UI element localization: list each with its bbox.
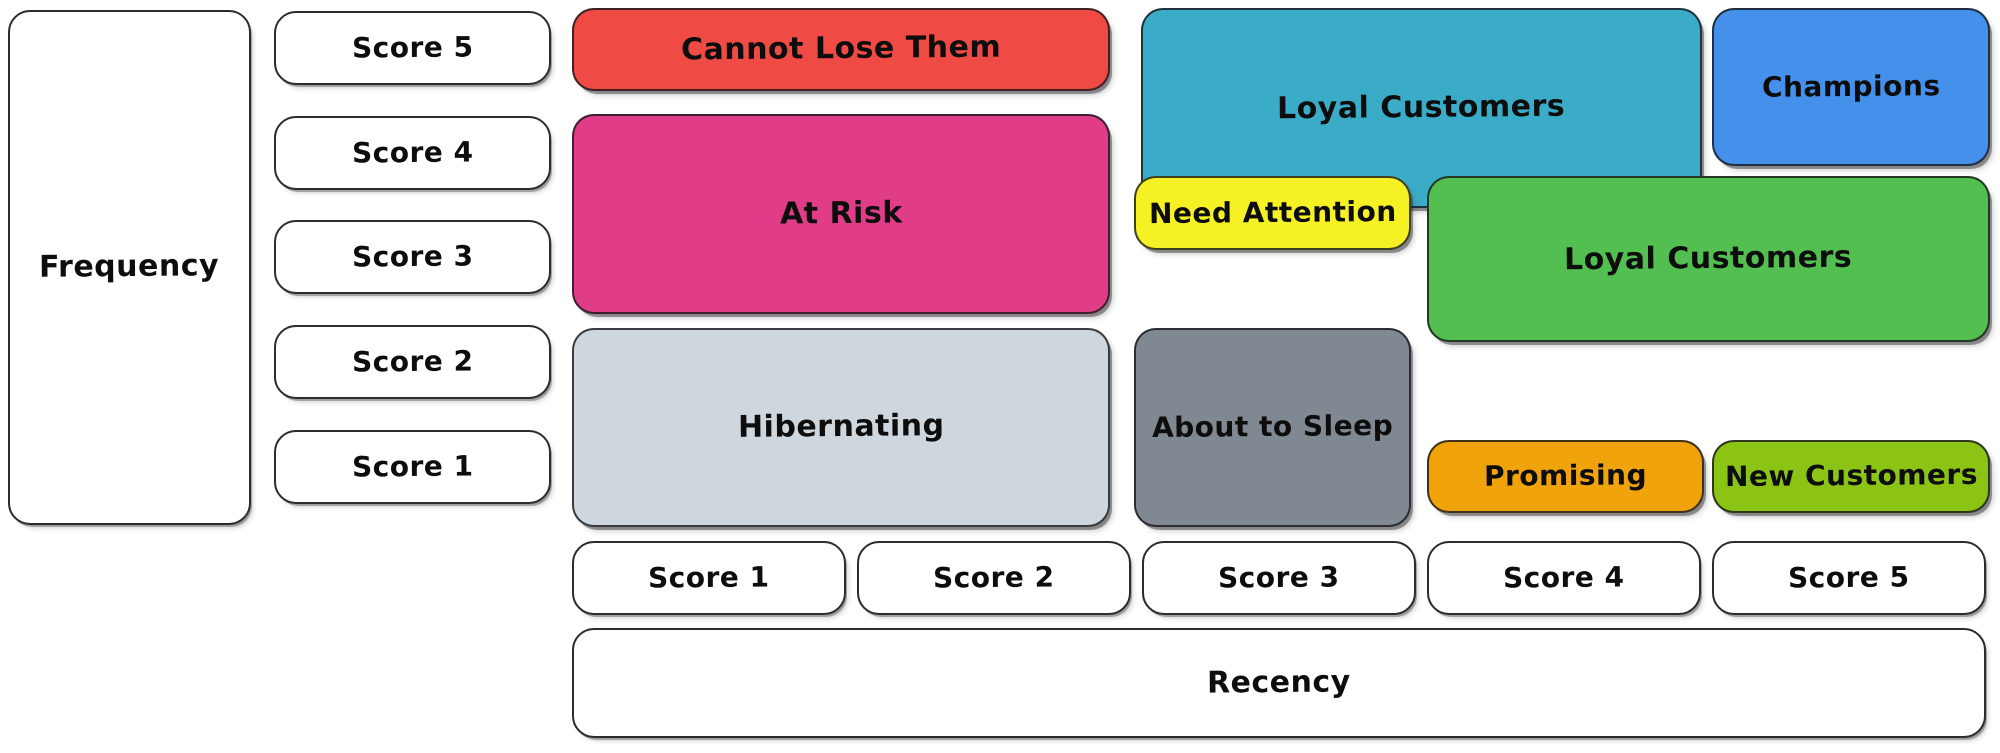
- axis-label-recency: Recency: [572, 628, 1986, 738]
- segment-cannot-lose-them[interactable]: Cannot Lose Them: [572, 8, 1110, 91]
- segment-champions[interactable]: Champions: [1712, 8, 1990, 166]
- segment-cannot-lose-them-label: Cannot Lose Them: [680, 29, 1002, 68]
- segment-champions-label: Champions: [1761, 69, 1941, 104]
- frequency-score-3: Score 3: [274, 220, 551, 294]
- segment-about-to-sleep[interactable]: About to Sleep: [1134, 328, 1411, 527]
- segment-hibernating-label: Hibernating: [737, 408, 945, 446]
- axis-label-recency-text: Recency: [1206, 664, 1352, 701]
- segment-new-customers[interactable]: New Customers: [1712, 440, 1990, 513]
- recency-score-4: Score 4: [1427, 541, 1701, 615]
- segment-need-attention-label: Need Attention: [1148, 194, 1397, 230]
- axis-label-frequency-text: Frequency: [39, 248, 220, 286]
- frequency-score-5-label: Score 5: [351, 30, 474, 65]
- frequency-score-4-label: Score 4: [351, 135, 474, 170]
- recency-score-3-label: Score 3: [1218, 560, 1340, 595]
- recency-score-4-label: Score 4: [1503, 560, 1625, 595]
- segment-at-risk-label: At Risk: [779, 195, 903, 232]
- segment-new-customers-label: New Customers: [1724, 458, 1978, 494]
- frequency-score-2: Score 2: [274, 325, 551, 399]
- recency-score-5-label: Score 5: [1788, 560, 1910, 595]
- axis-label-frequency: Frequency: [8, 10, 251, 525]
- frequency-score-3-label: Score 3: [351, 239, 474, 274]
- frequency-score-4: Score 4: [274, 116, 551, 190]
- segment-loyal-customers-green[interactable]: Loyal Customers: [1427, 176, 1990, 342]
- frequency-score-5: Score 5: [274, 11, 551, 85]
- frequency-score-2-label: Score 2: [351, 344, 474, 379]
- recency-score-2-label: Score 2: [933, 560, 1055, 595]
- segment-need-attention[interactable]: Need Attention: [1134, 176, 1411, 250]
- segment-at-risk[interactable]: At Risk: [572, 114, 1110, 314]
- segment-hibernating[interactable]: Hibernating: [572, 328, 1110, 527]
- recency-score-1-label: Score 1: [648, 560, 770, 595]
- segment-promising[interactable]: Promising: [1427, 440, 1704, 513]
- segment-promising-label: Promising: [1483, 458, 1648, 494]
- recency-score-5: Score 5: [1712, 541, 1986, 615]
- recency-score-1: Score 1: [572, 541, 846, 615]
- segment-about-to-sleep-label: About to Sleep: [1151, 409, 1394, 445]
- frequency-score-1-label: Score 1: [351, 449, 474, 484]
- recency-score-2: Score 2: [857, 541, 1131, 615]
- segment-loyal-customers-teal[interactable]: Loyal Customers: [1141, 8, 1702, 208]
- recency-score-3: Score 3: [1142, 541, 1416, 615]
- segment-loyal-customers-green-label: Loyal Customers: [1564, 239, 1853, 278]
- frequency-score-1: Score 1: [274, 430, 551, 504]
- segment-loyal-customers-teal-label: Loyal Customers: [1277, 88, 1566, 127]
